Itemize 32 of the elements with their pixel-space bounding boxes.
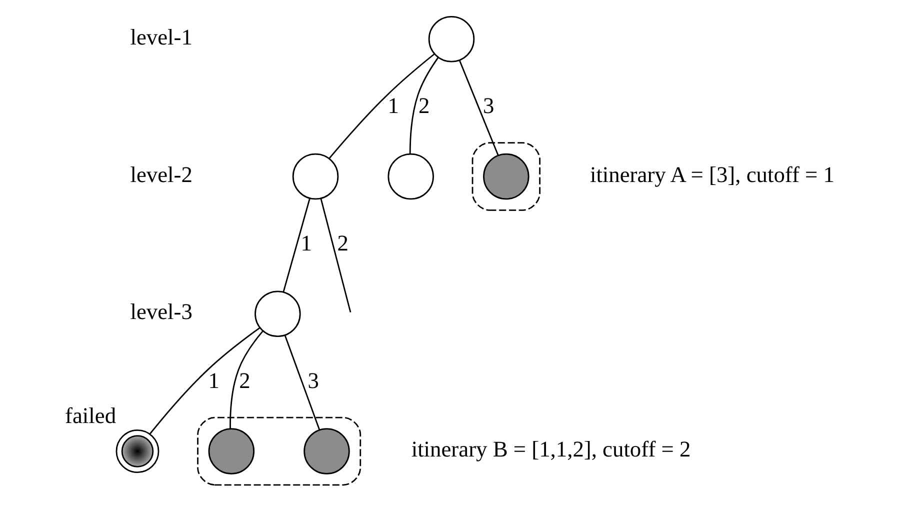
edge-label: 3 [307, 368, 319, 393]
node-circle [482, 153, 529, 200]
label: level-1 [130, 24, 192, 50]
cluster [471, 142, 540, 211]
connector [282, 198, 310, 292]
label: level-2 [130, 162, 192, 187]
connector [320, 198, 351, 312]
label: level-3 [130, 299, 192, 324]
edge-label: 3 [482, 93, 494, 118]
node-circle [208, 428, 254, 474]
edge-label: 2 [336, 230, 348, 256]
connector [229, 330, 263, 429]
node-circle [254, 290, 300, 337]
node-label: itinerary A = [3], cutoff = 1 [589, 162, 834, 187]
node-circle [303, 428, 350, 474]
node-circle [387, 153, 434, 200]
connector [284, 334, 320, 430]
node-circle [115, 430, 159, 473]
node-label: itinerary B = [1,1,2], cutoff = 2 [410, 436, 690, 462]
edge-label: 1 [208, 368, 219, 393]
connector [458, 60, 498, 156]
node-circle [428, 16, 474, 62]
cluster [196, 416, 361, 486]
connector [149, 327, 260, 434]
edge-label: 1 [387, 93, 398, 118]
node-label: failed [64, 402, 116, 428]
connector [328, 53, 434, 160]
edge-label: 2 [418, 93, 430, 118]
edge-label: 2 [238, 368, 250, 393]
edge-label: 1 [300, 230, 312, 256]
node-circle [292, 153, 338, 200]
connector [408, 57, 438, 154]
